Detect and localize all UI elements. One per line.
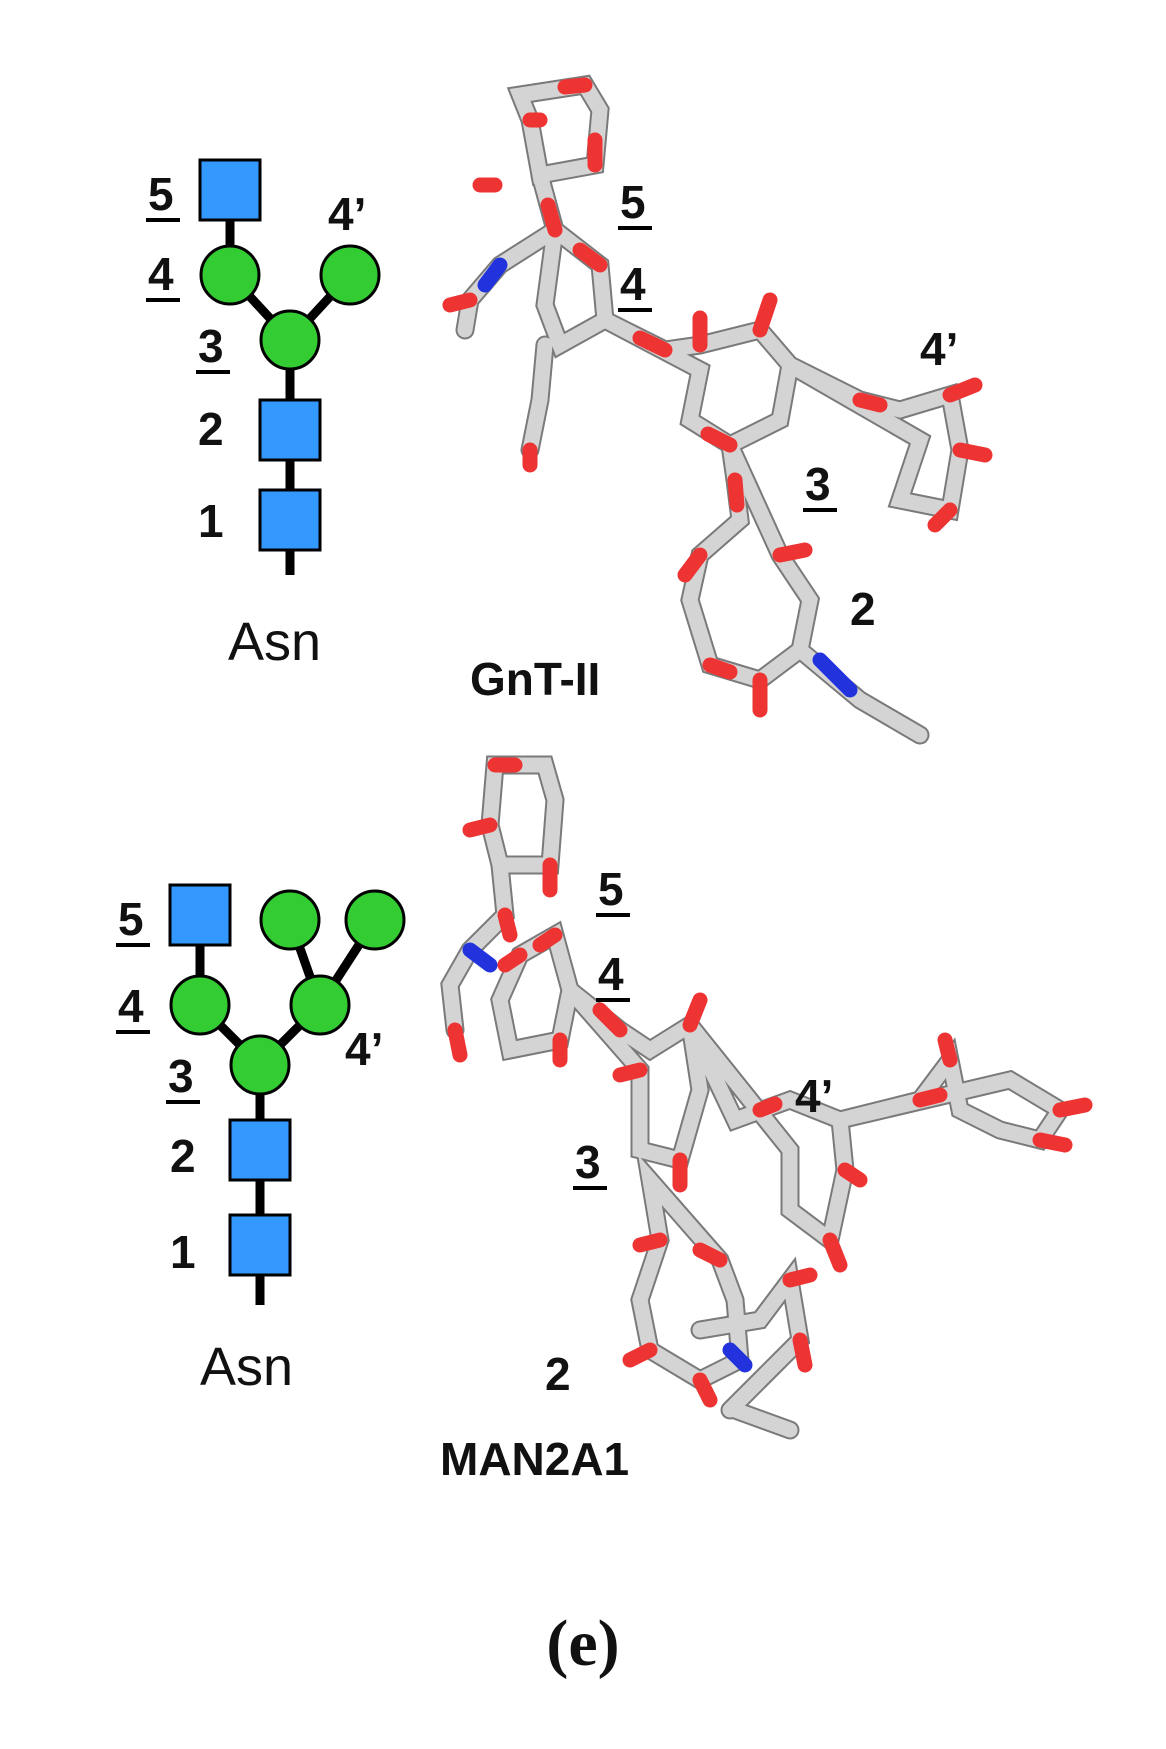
glycan-bottom-label-4: 4 xyxy=(118,980,144,1032)
glycan-bottom-label-1: 1 xyxy=(170,1226,196,1278)
structure-top-enzyme-label: GnT-II xyxy=(470,653,600,705)
structure-bottom-label-3: 3 xyxy=(575,1136,601,1188)
glycan-bottom-label-4prime: 4’ xyxy=(345,1023,383,1075)
structure-bottom-label-2: 2 xyxy=(545,1348,571,1400)
structure-bottom-oxygens xyxy=(447,757,1093,1408)
structure-top-label-2: 2 xyxy=(850,583,876,635)
structure-top-bonds xyxy=(457,76,968,743)
structure-bottom-nitrogens xyxy=(462,942,753,1373)
glycan-diagram-top: 5 4 4’ 3 2 1 Asn xyxy=(146,158,381,672)
structure-top-nitrogens xyxy=(477,257,858,698)
glycan-top-label-3: 3 xyxy=(198,320,224,372)
structure-top-label-5: 5 xyxy=(620,176,646,228)
structure-top-oxygens xyxy=(442,77,993,718)
structure-top-label-3: 3 xyxy=(805,458,831,510)
mannose-circle-terminal-a-bottom xyxy=(259,889,321,951)
glycan-bottom-label-2: 2 xyxy=(170,1130,196,1182)
mannose-circle-4-bottom xyxy=(169,974,231,1036)
glycan-bottom-root-label: Asn xyxy=(200,1337,293,1397)
panel-label: (e) xyxy=(546,1607,619,1680)
structure-top-label-4: 4 xyxy=(620,258,646,310)
glcnac-square-2-bottom xyxy=(228,1118,292,1182)
mannose-circle-3-top xyxy=(259,309,321,371)
mannose-circle-4-top xyxy=(199,244,261,306)
structure-bottom-enzyme-label: MAN2A1 xyxy=(440,1433,629,1485)
structure-bottom-man2a1: 5 4 4’ 3 2 MAN2A1 xyxy=(440,755,1093,1485)
glycan-top-label-5: 5 xyxy=(148,168,174,220)
mannose-circle-terminal-b-bottom xyxy=(344,889,406,951)
glycan-diagram-bottom: 5 4 4’ 3 2 1 Asn xyxy=(116,883,406,1397)
mannose-circle-3-bottom xyxy=(229,1034,291,1096)
structure-bottom-label-4prime: 4’ xyxy=(795,1070,833,1122)
glycan-top-root-label: Asn xyxy=(228,612,321,672)
glcnac-square-2-top xyxy=(258,398,322,462)
glycan-bottom-label-5: 5 xyxy=(118,893,144,945)
structure-bottom-label-5: 5 xyxy=(598,863,624,915)
glycan-top-label-1: 1 xyxy=(198,495,224,547)
structure-bottom-label-4: 4 xyxy=(598,948,624,1000)
glycan-top-label-4: 4 xyxy=(148,248,174,300)
glcnac-square-1-top xyxy=(258,488,322,552)
glcnac-square-5-top xyxy=(198,158,262,222)
mannose-circle-4prime-bottom xyxy=(289,974,351,1036)
mannose-circle-4prime-top xyxy=(319,244,381,306)
structure-top-gnt-ii: 5 4 4’ 3 2 GnT-II xyxy=(442,74,993,745)
glcnac-square-5-bottom xyxy=(168,883,232,947)
glycan-bottom-label-3: 3 xyxy=(168,1050,194,1102)
glycan-top-label-4prime: 4’ xyxy=(328,188,366,240)
structure-top-label-4prime: 4’ xyxy=(920,323,958,375)
glcnac-square-1-bottom xyxy=(228,1213,292,1277)
glycan-top-label-2: 2 xyxy=(198,403,224,455)
